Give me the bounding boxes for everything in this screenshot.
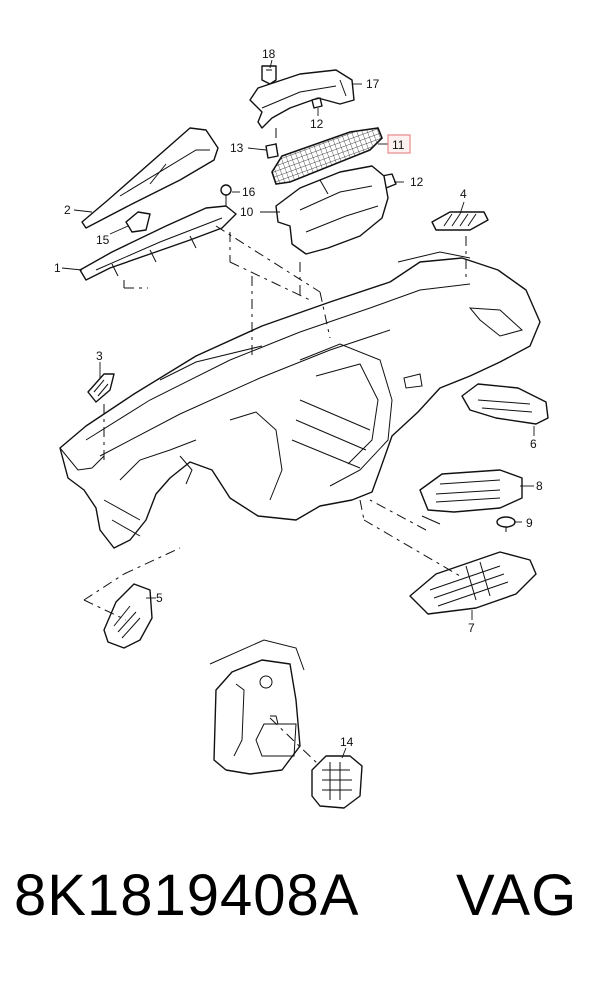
callout-labels: 18 17 12 13 11 12 16 10 2 15 1 4 3 6 8 9…	[54, 47, 543, 749]
callout-7: 7	[468, 621, 475, 635]
part-14-vent	[311, 755, 363, 809]
part-6-vent	[461, 383, 549, 425]
part-13-clip	[265, 143, 279, 159]
callout-18: 18	[262, 47, 276, 61]
callout-12a: 12	[310, 117, 324, 131]
callout-5: 5	[156, 591, 163, 605]
callout-8: 8	[536, 479, 543, 493]
footer: 8K1819408A VAG	[0, 862, 600, 954]
callout-14: 14	[340, 735, 354, 749]
part-9-clip	[496, 516, 516, 532]
callout-11: 11	[392, 138, 405, 152]
callout-16: 16	[242, 185, 256, 199]
part-7-vent	[409, 551, 537, 615]
callout-1: 1	[54, 261, 61, 275]
part-1-trim	[79, 205, 237, 281]
callout-3: 3	[96, 349, 103, 363]
callout-6: 6	[530, 437, 537, 451]
part-4-vent	[431, 211, 489, 231]
part-8-vent	[419, 469, 523, 525]
callout-15: 15	[96, 233, 110, 247]
part-11-filter-mesh	[271, 127, 383, 185]
callout-4: 4	[460, 187, 467, 201]
callout-12b: 12	[410, 175, 424, 189]
dashboard-main-body	[59, 251, 541, 549]
assembly-lines	[83, 128, 467, 765]
part-17-bracket	[249, 69, 355, 129]
callout-11-highlight	[387, 134, 411, 154]
dashboard-exploded-diagram: 18 17 12 13 11 12 16 10 2 15 1 4 3 6 8 9…	[54, 47, 549, 809]
part-12-nut-a	[311, 97, 323, 109]
part-number: 8K1819408A	[14, 863, 360, 928]
callout-2: 2	[64, 203, 71, 217]
brand-name: VAG	[456, 863, 578, 928]
part-10-duct	[275, 165, 389, 255]
part-5-vent	[103, 583, 153, 649]
part-2-cover-panel	[81, 127, 219, 229]
callout-17: 17	[366, 77, 380, 91]
leader-lines	[61, 59, 535, 759]
part-18-clip	[261, 65, 277, 85]
part-3-vent	[87, 373, 115, 403]
part-16-screw	[220, 184, 232, 206]
lower-side-panel	[209, 639, 305, 775]
part-15-insert	[125, 211, 151, 233]
callout-10: 10	[240, 205, 254, 219]
callout-13: 13	[230, 141, 244, 155]
callout-9: 9	[526, 516, 533, 530]
